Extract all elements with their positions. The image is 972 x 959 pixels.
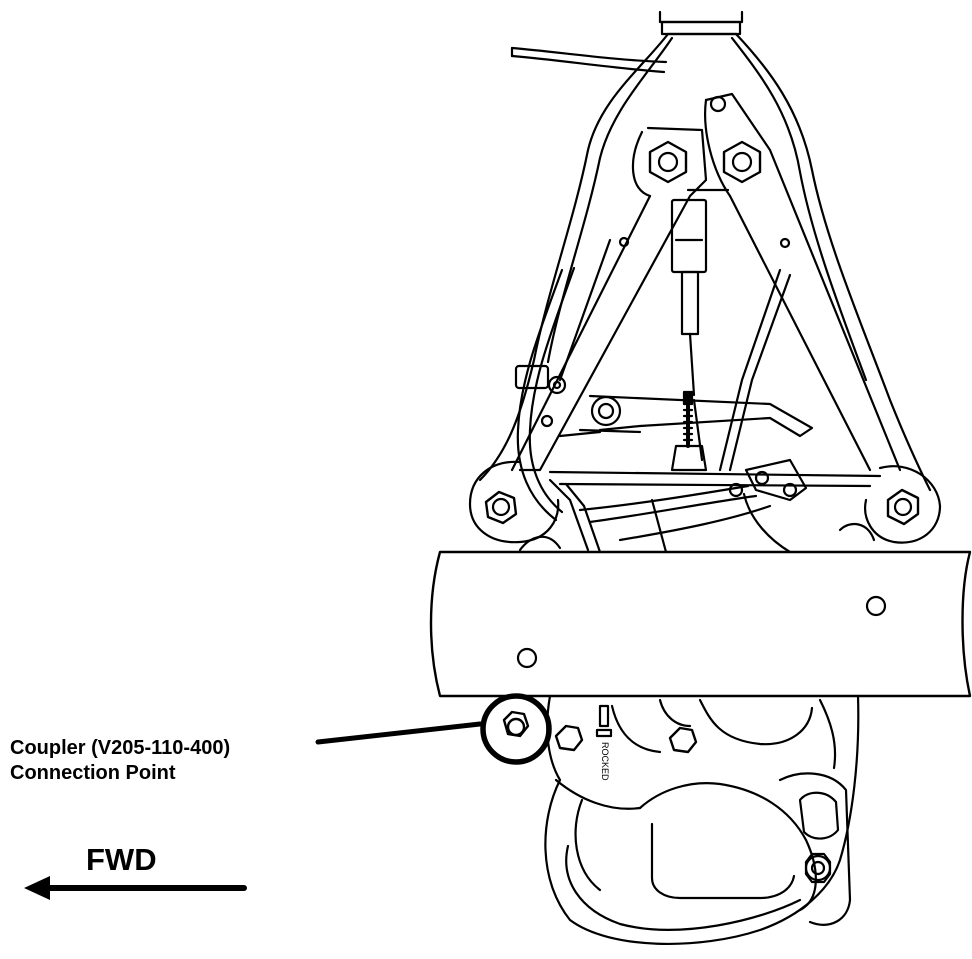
callout-leader-line [315,721,483,745]
callout-label: Coupler (V205-110-400) Connection Point [10,736,230,786]
axle-band [429,550,972,698]
left-cable [516,266,576,522]
cable-clamp [514,364,567,428]
left-lower-lug [468,460,560,544]
connection-point [480,693,552,765]
fwd-arrow [24,876,247,900]
outer-frame [478,32,932,492]
actuator [670,198,708,462]
lower-cross-bar [548,470,882,488]
callout-line-1: Coupler (V205-110-400) [10,737,231,759]
left-upper-link [510,126,708,472]
right-upper-link [704,92,902,472]
rocked-placard: ROCKED [595,704,613,781]
callout-line-2: Connection Point [10,762,176,784]
lower-stubs [518,478,876,554]
top-mount [658,10,744,36]
coupler-nuts [554,724,698,754]
fwd-label: FWD [86,842,157,877]
top-cable [510,46,668,74]
right-fittings [578,458,808,542]
placard-text: ROCKED [600,742,610,781]
inner-struts [558,238,792,472]
right-lower-lug [864,465,942,544]
lever-arm [558,390,814,472]
coupler-body [544,694,860,946]
